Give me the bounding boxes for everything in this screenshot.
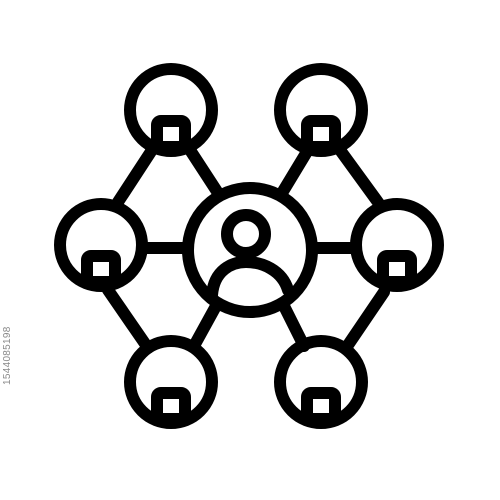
watermark-id-text: 1544085198: [2, 326, 13, 385]
node-top-right: [274, 63, 368, 157]
link-top-left-to-center: [184, 144, 224, 199]
user-body: [206, 256, 294, 301]
node-bottom-left: [124, 335, 218, 429]
node-left: [54, 198, 148, 292]
link-top-right-to-center: [276, 144, 314, 199]
link-top-right-to-right: [334, 144, 386, 211]
node-top-left: [124, 63, 218, 157]
center-user-node: [182, 182, 318, 318]
node-right: [350, 198, 444, 292]
link-top-left-to-left: [112, 144, 158, 208]
link-center-to-bottom-left: [188, 300, 222, 352]
link-center-to-bottom-right: [278, 300, 310, 352]
network-links: [102, 144, 390, 354]
link-left-to-bottom-left: [102, 284, 154, 354]
node-bottom-right: [274, 335, 368, 429]
link-right-to-bottom-right: [340, 286, 390, 354]
user-head: [221, 209, 271, 259]
